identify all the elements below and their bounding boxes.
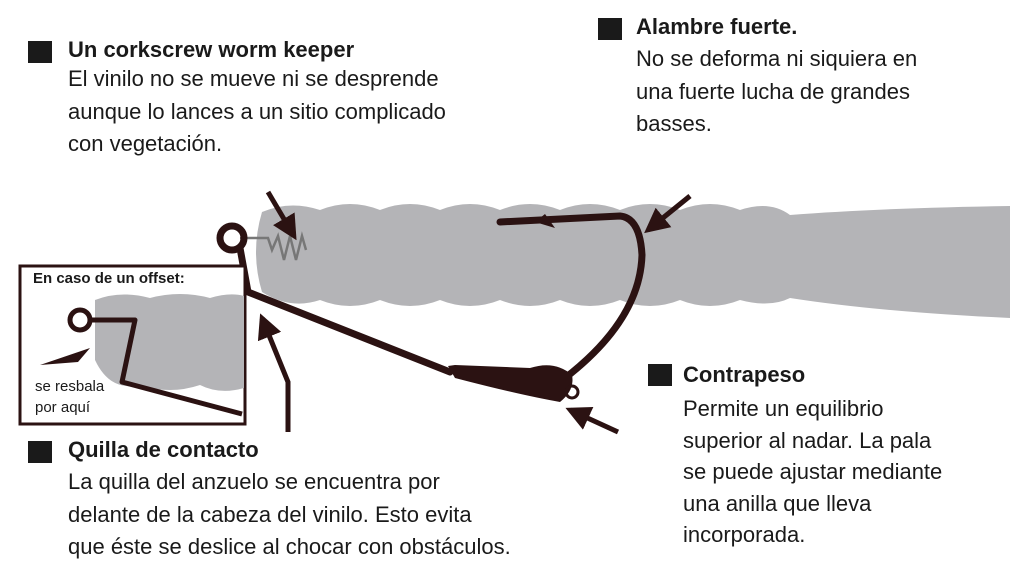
blade-ring <box>564 384 580 400</box>
body-line: basses. <box>636 111 712 136</box>
corkscrew-keeper <box>240 231 308 261</box>
body-line: incorporada. <box>683 522 806 547</box>
callout-body: No se deforma ni siquiera en una fuerte … <box>636 43 917 141</box>
inset-note-line: por aquí <box>35 399 91 416</box>
body-line: una fuerte lucha de grandes <box>636 78 910 104</box>
bullet-square-icon <box>598 18 622 40</box>
bullet-square-icon <box>648 364 672 386</box>
body-line: El vinilo no se mueve ni se desprende <box>68 66 439 91</box>
body-line: que éste se deslice al chocar con obstác… <box>68 534 511 559</box>
hook-barb <box>535 214 555 228</box>
bullet-square-icon <box>28 41 52 63</box>
callout-title: Quilla de contacto <box>68 437 259 462</box>
offset-inset <box>18 264 247 426</box>
soft-plastic-worm <box>256 204 1010 318</box>
callout-body: La quilla del anzuelo se encuentra por d… <box>68 466 511 564</box>
bullet-square-icon <box>28 441 52 463</box>
callout-body: El vinilo no se mueve ni se desprende au… <box>68 63 446 161</box>
callout-body: Permite un equilibrio superior al nadar.… <box>683 393 942 551</box>
body-line: superior al nadar. La pala <box>683 427 932 453</box>
callout-title: Alambre fuerte. <box>636 14 798 39</box>
body-line: con vegetación. <box>68 131 223 156</box>
inset-note-line: se resbala <box>35 378 105 395</box>
body-line: se puede ajustar mediante <box>683 459 943 484</box>
pointer-arrows <box>257 190 692 435</box>
body-line: aunque lo lances a un sitio complicado <box>68 98 446 124</box>
body-line: La quilla del anzuelo se encuentra por <box>68 469 440 494</box>
body-line: No se deforma ni siquiera en <box>636 46 918 71</box>
body-line: delante de la cabeza del vinilo. Esto ev… <box>68 501 472 527</box>
callout-title: Contrapeso <box>683 362 806 387</box>
hook <box>216 212 646 382</box>
inset-title: En caso de un offset: <box>33 270 185 287</box>
weight <box>448 365 573 402</box>
callout-title: Un corkscrew worm keeper <box>68 37 355 62</box>
body-line: una anilla que lleva <box>683 490 872 516</box>
body-line: Permite un equilibrio <box>683 396 884 421</box>
